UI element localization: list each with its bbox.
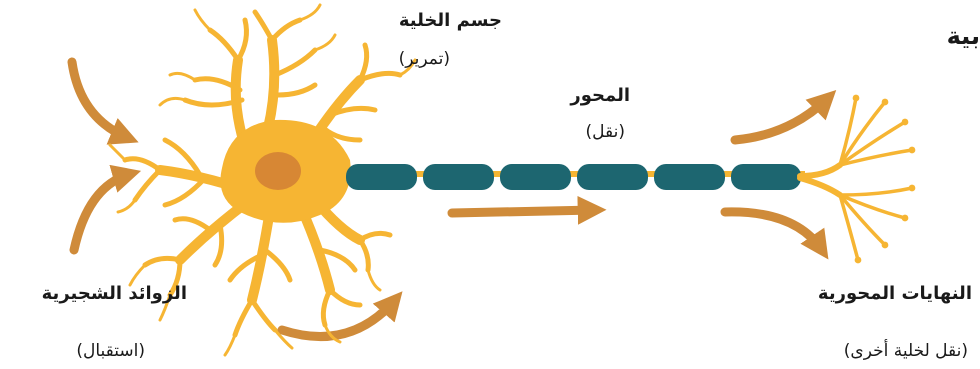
axon-label: المحور	[570, 85, 630, 107]
myelin-segment	[577, 164, 648, 190]
myelin-segment	[731, 164, 801, 190]
output-arrow-bottom	[282, 300, 395, 337]
axon-terminals-role: (نقل لخلية أخرى)	[844, 340, 968, 362]
input-arrow-top	[72, 62, 128, 138]
dendrites-role: (استقبال)	[76, 340, 145, 362]
myelin-segment	[654, 164, 725, 190]
myelin-segment	[500, 164, 571, 190]
axon-role: (نقل)	[586, 121, 625, 143]
output-arrow-lower	[725, 212, 822, 250]
dendrites-label: الزوائد الشجيرية	[42, 283, 187, 305]
myelin-segment	[346, 164, 417, 190]
axon-signal-arrow	[452, 210, 595, 213]
myelin-segment	[423, 164, 494, 190]
nucleus	[255, 152, 301, 190]
output-arrow-top	[735, 98, 828, 140]
cell-body-label: جسم الخلية	[399, 10, 502, 32]
axon-terminals	[800, 98, 912, 260]
cell-body-role: (تمرير)	[399, 48, 450, 70]
page-title-fragment: بية	[947, 22, 980, 50]
axon-terminals-label: النهايات المحورية	[818, 283, 972, 305]
